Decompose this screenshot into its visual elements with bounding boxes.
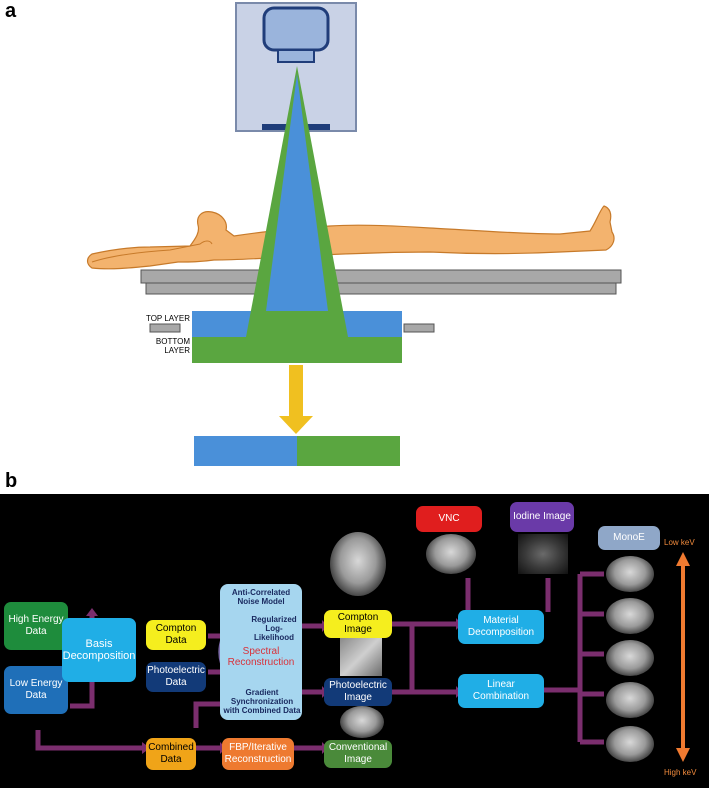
basis-decomposition-box: Basis Decomposition bbox=[62, 618, 136, 682]
patient-table bbox=[140, 269, 622, 284]
monoe-scan-4 bbox=[606, 682, 654, 718]
monoe-scan-1 bbox=[606, 556, 654, 592]
fbp-reconstruction-box: FBP/Iterative Reconstruction bbox=[222, 738, 294, 770]
gradient-synchronization-text: Gradient Synchronization with Combined D… bbox=[223, 688, 301, 715]
anti-correlated-noise-text: Anti-Correlated Noise Model bbox=[231, 588, 291, 606]
monoe-scan-2 bbox=[606, 598, 654, 634]
down-arrow-head bbox=[279, 416, 313, 434]
photoelectric-ct-scan bbox=[340, 638, 382, 676]
panel-b-label: b bbox=[5, 470, 18, 492]
high-kev-label: High keV bbox=[664, 768, 697, 777]
iodine-ct-scan bbox=[518, 534, 568, 574]
top-layer-label: TOP LAYER bbox=[145, 314, 190, 323]
combined-data-box: Combined Data bbox=[146, 738, 196, 770]
material-decomposition-box: Material Decomposition bbox=[458, 610, 544, 644]
bottom-detector-layer bbox=[192, 337, 402, 363]
monoe-scan-3 bbox=[606, 640, 654, 676]
right-detector-block bbox=[403, 323, 435, 333]
tube-collimator bbox=[277, 49, 315, 63]
bottom-layer-label-line2: LAYER bbox=[164, 346, 190, 355]
regularized-likelihood-text: Regularized Log-Likelihood bbox=[251, 615, 297, 642]
compton-data-box: Compton Data bbox=[146, 620, 206, 650]
spectral-reconstruction-panel bbox=[220, 584, 302, 720]
monoe-scan-5 bbox=[606, 726, 654, 762]
panel-a-label: a bbox=[5, 0, 17, 22]
compton-ct-scan bbox=[330, 532, 386, 596]
vnc-ct-scan bbox=[426, 534, 476, 574]
low-kev-label: Low keV bbox=[664, 538, 695, 547]
conventional-image-box: Conventional Image bbox=[324, 740, 392, 768]
patient-body bbox=[86, 205, 615, 270]
kev-arrow-bottom bbox=[676, 748, 690, 762]
conventional-ct-scan bbox=[340, 706, 384, 738]
iodine-image-box: Iodine Image bbox=[510, 502, 574, 532]
output-low-energy bbox=[194, 436, 297, 466]
x-ray-tube bbox=[262, 6, 330, 52]
linear-combination-box: Linear Combination bbox=[458, 674, 544, 708]
photoelectric-data-box: Photoelectric Data bbox=[146, 662, 206, 692]
high-energy-data-box: High Energy Data bbox=[4, 602, 68, 650]
spectral-reconstruction-text: Spectral Reconstruction bbox=[227, 646, 295, 668]
vnc-box: VNC bbox=[416, 506, 482, 532]
left-detector-block bbox=[149, 323, 181, 333]
compton-image-box: Compton Image bbox=[324, 610, 392, 638]
blue-beam bbox=[266, 74, 328, 311]
monoe-box: MonoE bbox=[598, 526, 660, 550]
spectral-workflow-panel: High Energy Data Low Energy Data Basis D… bbox=[0, 494, 709, 788]
kev-arrow-top bbox=[676, 552, 690, 566]
bottom-layer-label-line1: BOTTOM bbox=[155, 337, 190, 346]
ct-scanner-illustration bbox=[86, 2, 622, 466]
low-energy-data-box: Low Energy Data bbox=[4, 666, 68, 714]
photoelectric-image-box: Photoelectric Image bbox=[324, 678, 392, 706]
down-arrow-shaft bbox=[289, 365, 303, 417]
patient-arm bbox=[91, 240, 213, 263]
table-base bbox=[145, 282, 617, 295]
output-high-energy bbox=[297, 436, 400, 466]
